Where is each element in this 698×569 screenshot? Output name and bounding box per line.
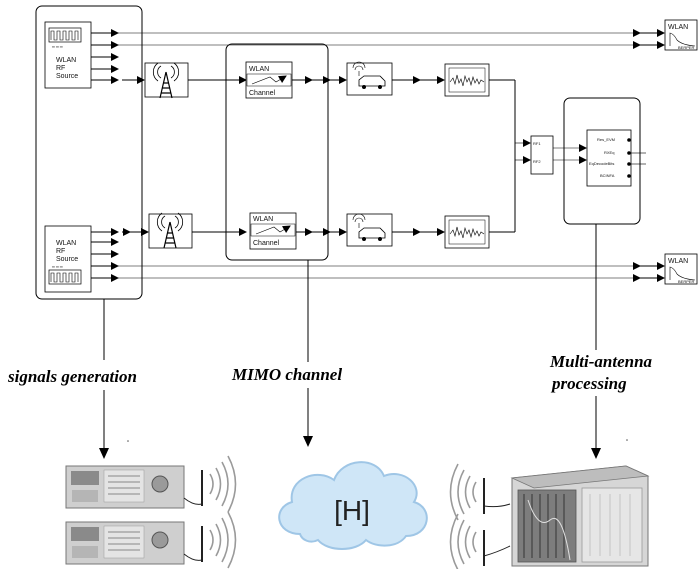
radio-wave-icon xyxy=(449,463,511,521)
bypass-lines xyxy=(118,29,665,282)
port-out-bcinfa: BCINFA xyxy=(600,173,615,178)
radio-wave-icon xyxy=(183,511,237,569)
caption-signals-generation: signals generation xyxy=(7,367,137,386)
bottom-signal-chain xyxy=(122,212,515,249)
caption-processing-line2: processing xyxy=(550,374,627,393)
port-in-rf2: RF2 xyxy=(533,159,541,164)
signals-generation-frame xyxy=(35,5,143,300)
channel-bottom-label: Channel xyxy=(253,240,280,247)
vehicle-fading-icon[interactable] xyxy=(346,213,393,247)
svg-text:═ ═ ═: ═ ═ ═ xyxy=(51,264,63,269)
merge-lines xyxy=(514,80,531,232)
source-top-outputs xyxy=(91,29,119,84)
signal-generator-bottom xyxy=(65,521,185,565)
svg-text:═ ═ ═: ═ ═ ═ xyxy=(51,44,63,49)
channel-cloud: [H] xyxy=(278,461,428,550)
channel-bottom-title: WLAN xyxy=(253,216,273,223)
section-arrows xyxy=(99,224,601,459)
wlan-rf-source-bottom[interactable]: WLAN RF Source ═ ═ ═ xyxy=(44,225,92,293)
input-mux-block[interactable]: RF1 RF2 xyxy=(530,135,554,175)
mimo-channel-frame xyxy=(225,43,329,261)
ber-scope-bottom[interactable]: WLAN BERPER xyxy=(664,253,698,285)
channel-top-title: WLAN xyxy=(249,66,269,73)
scope-bottom-subtitle: BERPER xyxy=(678,279,695,284)
noise-waveform-icon[interactable] xyxy=(444,63,490,97)
source-bottom-line-2: RF xyxy=(56,248,65,255)
cloud-matrix-label: [H] xyxy=(334,495,370,526)
source-top-line-2: RF xyxy=(56,65,65,72)
wlan-channel-bottom[interactable]: WLAN Channel xyxy=(249,212,297,250)
top-signal-chain xyxy=(122,61,515,99)
scope-top-title: WLAN xyxy=(668,24,688,31)
port-in-rf1: RF1 xyxy=(533,141,541,146)
ber-scope-top[interactable]: WLAN BERPER xyxy=(664,19,698,51)
vehicle-fading-icon[interactable] xyxy=(346,61,393,96)
radio-wave-icon xyxy=(449,513,511,569)
signal-generator-top xyxy=(65,465,185,509)
port-out-res-evm: Res_EVM xyxy=(597,137,615,142)
port-out-rxeq: RXEq xyxy=(604,150,614,155)
mimo-channel-group: WLAN Channel WLAN Channel xyxy=(225,43,329,261)
multi-antenna-processing-group: Res_EVM RXEq EqDecodeBits BCINFA xyxy=(553,97,646,225)
noise-waveform-icon[interactable] xyxy=(444,215,490,249)
signals-generation-group: ═ ═ ═ WLAN RF Source WLAN RF Source ═ ═ … xyxy=(35,5,143,300)
caption-mimo-channel: MIMO channel xyxy=(231,365,342,384)
scope-top-subtitle: BERPER xyxy=(678,45,695,50)
radio-wave-icon xyxy=(183,455,237,513)
source-top-line-1: WLAN xyxy=(56,57,76,64)
receiver-block[interactable]: Res_EVM RXEq EqDecodeBits BCINFA xyxy=(586,129,632,187)
vector-analyzer-chassis xyxy=(510,465,650,567)
wlan-channel-top[interactable]: WLAN Channel xyxy=(245,61,293,99)
source-bottom-line-1: WLAN xyxy=(56,240,76,247)
source-bottom-outputs xyxy=(91,228,119,282)
source-bottom-line-3: Source xyxy=(56,256,78,263)
antenna-tower-icon[interactable] xyxy=(148,212,193,249)
wlan-rf-source-top[interactable]: ═ ═ ═ WLAN RF Source xyxy=(44,21,92,89)
scope-bottom-title: WLAN xyxy=(668,258,688,265)
antenna-tower-icon[interactable] xyxy=(144,62,189,99)
port-out-eqdecodebits: EqDecodeBits xyxy=(589,161,614,166)
source-top-line-3: Source xyxy=(56,73,78,80)
channel-top-label: Channel xyxy=(249,90,276,97)
caption-processing-line1: Multi-antenna xyxy=(549,352,653,371)
processing-frame xyxy=(563,97,641,225)
